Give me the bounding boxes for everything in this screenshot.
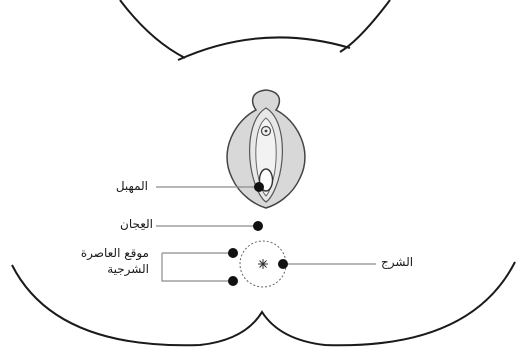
marker-dot-anus: [278, 259, 288, 269]
urethral-opening-center: [265, 130, 268, 133]
marker-dot-perineum: [253, 221, 263, 231]
upper-thigh-contour-right: [340, 0, 390, 52]
label-sphincter-line2: الشرجية: [107, 262, 149, 277]
label-anus: الشرج: [381, 255, 413, 270]
marker-dot-vestibule: [254, 182, 264, 192]
label-perineum: العِجان: [120, 217, 153, 232]
marker-dot-sphincter-lower: [228, 276, 238, 286]
upper-thigh-contour-left: [120, 0, 185, 58]
marker-dot-sphincter-upper: [228, 248, 238, 258]
anus-mark: [258, 259, 268, 269]
abdomen-contour: [178, 37, 350, 60]
buttocks-contour: [12, 262, 515, 345]
vulva-illustration: [227, 90, 305, 208]
leader-line-sphincter-lower: [162, 253, 233, 281]
label-sphincter-line1: موقع العاصرة: [81, 246, 149, 261]
label-vestibule: المهبل: [116, 179, 148, 194]
